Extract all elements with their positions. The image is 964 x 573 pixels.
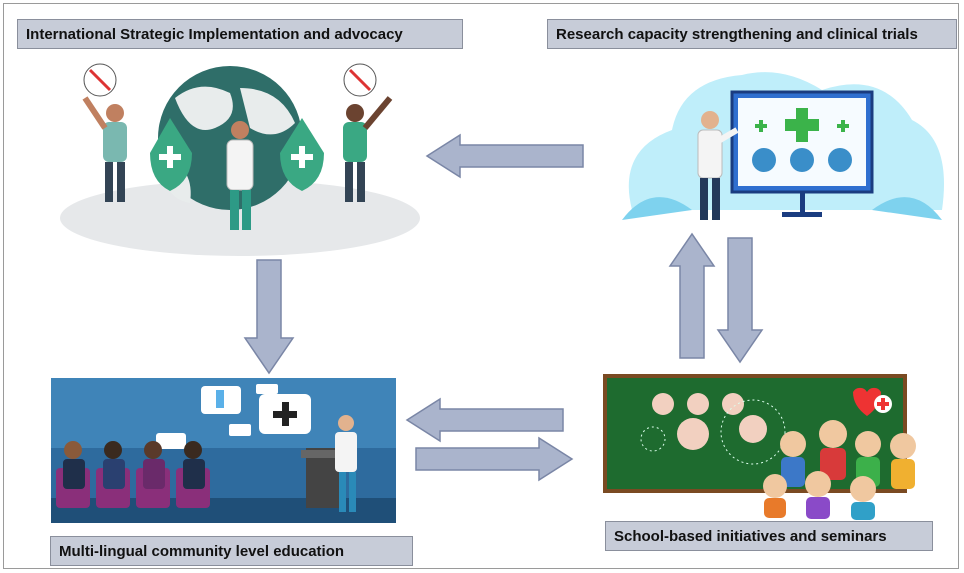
arrow-advocacy-to-community bbox=[243, 259, 295, 375]
label-research-capacity: Research capacity strengthening and clin… bbox=[547, 19, 957, 49]
arrow-research-to-advocacy bbox=[425, 133, 584, 179]
label-school-initiatives: School-based initiatives and seminars bbox=[605, 521, 933, 551]
label-international-advocacy: International Strategic Implementation a… bbox=[17, 19, 463, 49]
global-health-advocacy-illustration bbox=[60, 63, 420, 256]
classroom-chalkboard-illustration bbox=[603, 374, 916, 520]
arrow-school-to-community bbox=[405, 397, 564, 443]
arrow-research-to-school bbox=[716, 237, 764, 364]
audience-lecture-illustration bbox=[51, 378, 396, 523]
figure-frame bbox=[3, 3, 959, 569]
arrow-school-to-research bbox=[668, 232, 716, 359]
label-community-education: Multi-lingual community level education bbox=[50, 536, 413, 566]
arrow-community-to-school bbox=[415, 436, 574, 482]
doctor-presentation-illustration bbox=[622, 72, 944, 220]
